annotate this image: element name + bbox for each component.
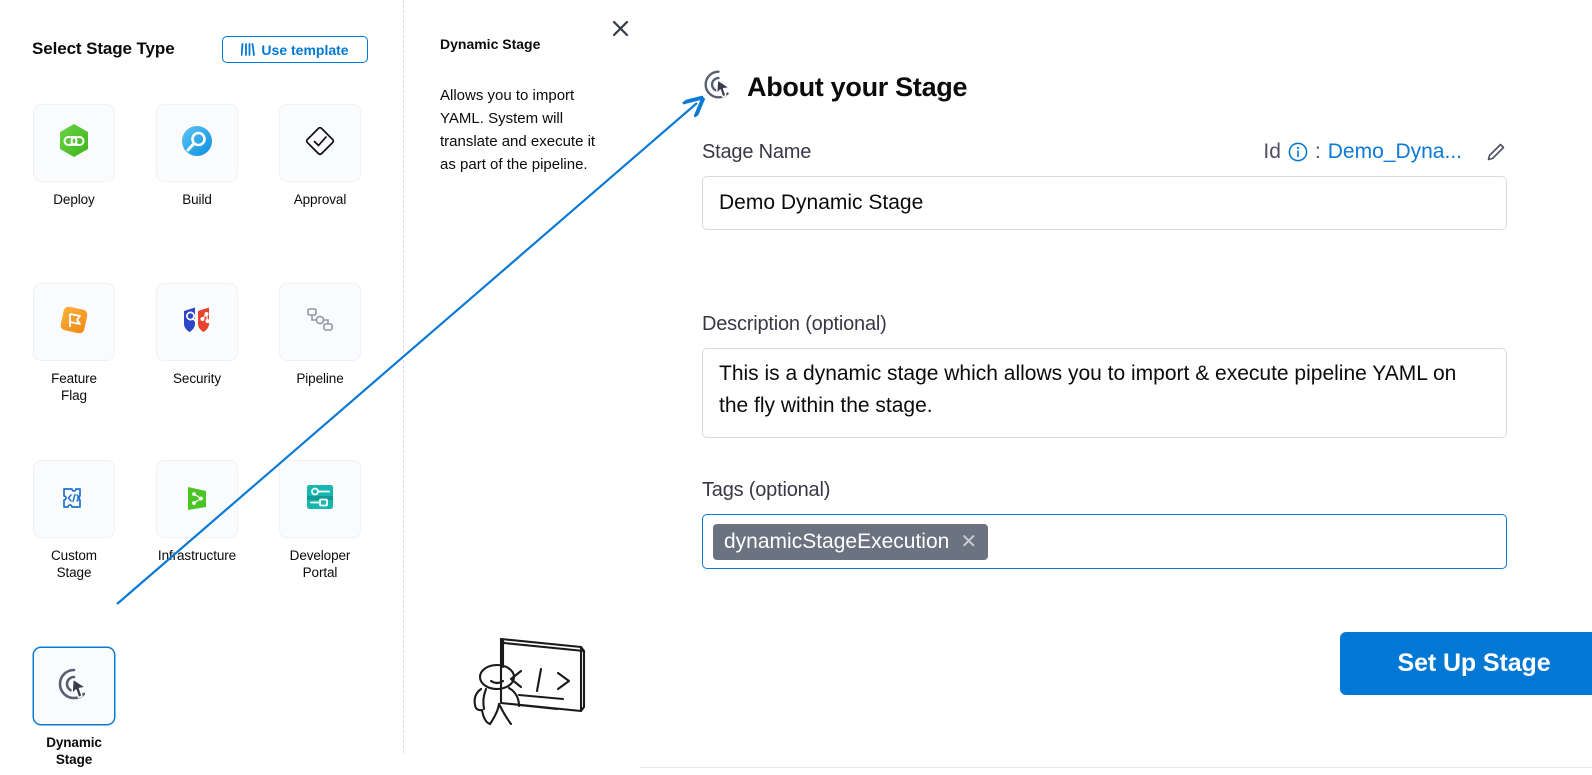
stage-option-custom-stage[interactable]: Custom Stage	[33, 460, 115, 581]
stage-label-dynamic-2: Stage	[55, 752, 93, 767]
close-small-icon[interactable]: ✕	[960, 530, 978, 553]
stage-name-label: Stage Name	[702, 140, 812, 163]
feature-flag-icon	[57, 303, 91, 342]
stage-name-input[interactable]	[702, 176, 1507, 230]
stage-option-deploy[interactable]: Deploy	[33, 104, 115, 208]
stage-name-field-block: Stage Name Id : Demo_Dyna...	[702, 140, 1507, 230]
info-circle-icon[interactable]	[1288, 142, 1308, 162]
select-stage-type-panel: Select Stage Type Use template	[0, 0, 403, 775]
stage-row-2: Feature Flag	[33, 283, 373, 404]
stage-label-pipeline: Pipeline	[296, 371, 344, 386]
developer-portal-icon	[304, 482, 336, 517]
stage-label-security: Security	[173, 371, 221, 386]
bottom-divider	[640, 767, 1592, 768]
stage-info-description: Allows you to import YAML. System will t…	[440, 87, 596, 173]
stage-label-devportal-2: Portal	[302, 565, 338, 580]
tags-input[interactable]: dynamicStageExecution ✕	[702, 514, 1507, 569]
stage-card-build[interactable]	[156, 104, 238, 182]
stage-label-infrastructure: Infrastructure	[157, 548, 237, 563]
stage-card-developer-portal[interactable]	[279, 460, 361, 538]
pipeline-nodes-icon	[304, 305, 336, 340]
tag-chip-label: dynamicStageExecution	[724, 529, 950, 553]
stage-option-build[interactable]: Build	[156, 104, 238, 208]
stage-label-feature-flag-1: Feature	[51, 371, 97, 386]
stage-row-3: Custom Stage	[33, 460, 373, 581]
stage-label-dynamic-1: Dynamic	[46, 735, 102, 750]
tag-chip[interactable]: dynamicStageExecution ✕	[713, 523, 989, 560]
tags-label: Tags (optional)	[702, 479, 831, 501]
about-header: About your Stage	[702, 68, 968, 106]
stage-option-infrastructure[interactable]: Infrastructure	[156, 460, 238, 581]
stage-info-title: Dynamic Stage	[440, 36, 541, 52]
template-bars-icon	[241, 43, 256, 56]
stage-card-custom-stage[interactable]	[33, 460, 115, 538]
stage-card-approval[interactable]	[279, 104, 361, 182]
set-up-stage-button[interactable]: Set Up Stage	[1340, 632, 1592, 695]
infrastructure-icon	[181, 481, 213, 518]
stage-card-feature-flag[interactable]	[33, 283, 115, 361]
stage-card-infrastructure[interactable]	[156, 460, 238, 538]
about-your-stage-panel: About your Stage Stage Name Id : Demo	[640, 0, 1592, 775]
stage-name-label-row: Stage Name Id : Demo_Dyna...	[702, 140, 1507, 164]
close-icon[interactable]	[608, 16, 632, 40]
stage-label-build: Build	[182, 192, 212, 207]
security-shields-icon	[178, 303, 216, 342]
stage-label-deploy: Deploy	[53, 192, 95, 207]
pencil-icon[interactable]	[1485, 141, 1507, 163]
deploy-hexagon-icon	[57, 123, 91, 164]
stage-card-dynamic-stage[interactable]	[33, 647, 115, 725]
build-magnifier-icon	[180, 124, 214, 163]
stage-card-pipeline[interactable]	[279, 283, 361, 361]
stage-label-custom-1: Custom	[51, 548, 97, 563]
about-title: About your Stage	[747, 71, 968, 102]
stage-label-devportal-1: Developer	[289, 548, 351, 563]
stage-info-panel: Dynamic Stage Allows you to import YAML.…	[403, 0, 640, 775]
left-panel-header: Select Stage Type Use template	[32, 36, 372, 66]
stage-id-row: Id : Demo_Dyna...	[1263, 140, 1507, 164]
id-separator: :	[1314, 140, 1321, 163]
stage-type-grid: Deploy	[33, 104, 373, 768]
stage-option-pipeline[interactable]: Pipeline	[279, 283, 361, 404]
dynamic-cursor-icon	[56, 666, 92, 707]
description-textarea[interactable]	[702, 348, 1507, 438]
page-title: Select Stage Type	[32, 39, 175, 58]
stage-option-dynamic-stage[interactable]: Dynamic Stage	[33, 647, 115, 768]
stage-row-4: Dynamic Stage	[33, 647, 373, 768]
stage-card-security[interactable]	[156, 283, 238, 361]
use-template-label: Use template	[261, 41, 349, 58]
use-template-button[interactable]: Use template	[222, 36, 368, 63]
stage-label-approval: Approval	[293, 192, 347, 207]
dynamic-cursor-icon	[702, 68, 735, 106]
stage-option-security[interactable]: Security	[156, 283, 238, 404]
approval-check-icon	[303, 124, 337, 163]
custom-code-icon	[58, 481, 90, 518]
stage-row-1: Deploy	[33, 104, 373, 208]
description-field-block: Description (optional)	[702, 313, 1507, 443]
stage-card-deploy[interactable]	[33, 104, 115, 182]
tags-field-block: Tags (optional) dynamicStageExecution ✕	[702, 479, 1507, 569]
description-label: Description (optional)	[702, 313, 887, 335]
stage-label-feature-flag-2: Flag	[61, 388, 87, 403]
stage-option-approval[interactable]: Approval	[279, 104, 361, 208]
stage-id-value: Demo_Dyna...	[1327, 140, 1462, 163]
stage-option-feature-flag[interactable]: Feature Flag	[33, 283, 115, 404]
person-presenting-code-board-illustration	[453, 615, 593, 726]
stage-option-developer-portal[interactable]: Developer Portal	[279, 460, 361, 581]
stage-label-custom-2: Stage	[56, 565, 92, 580]
id-label: Id	[1263, 140, 1281, 163]
